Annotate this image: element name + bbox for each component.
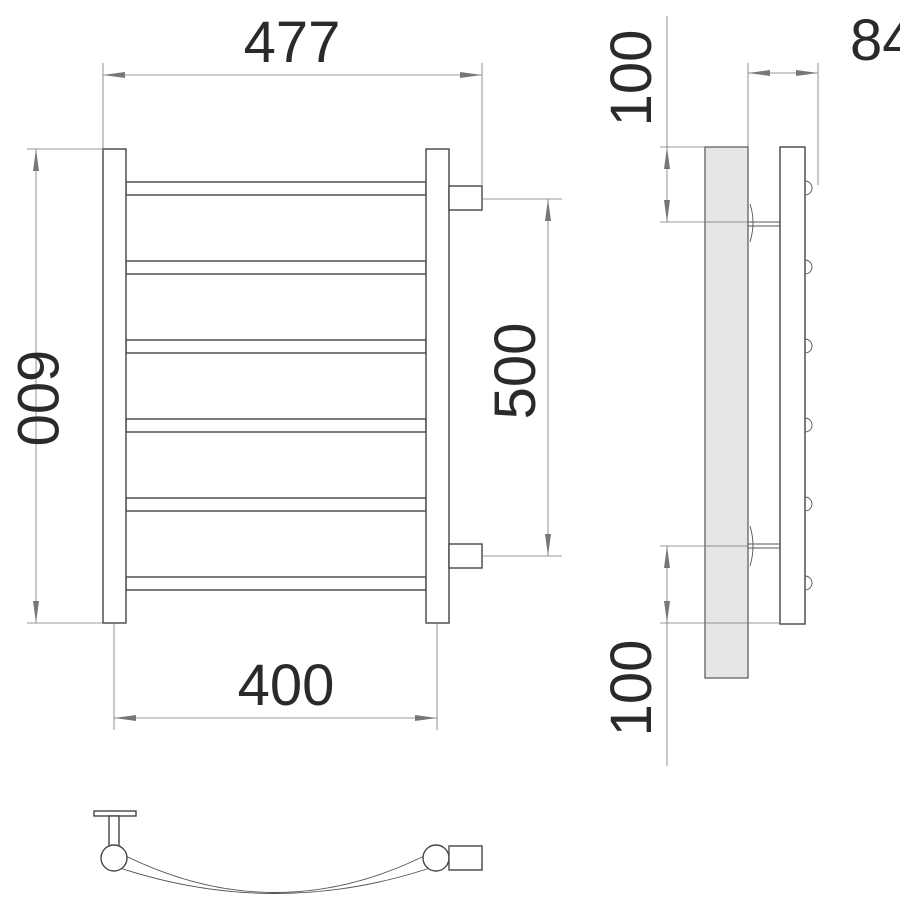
side-mount-bottom	[748, 525, 780, 567]
top-bracket-plate	[93, 810, 137, 817]
top-connection-stub	[448, 185, 483, 211]
right-tube	[425, 148, 450, 624]
label-connection-spacing: 500	[483, 323, 548, 420]
top-left-tube-end	[100, 844, 128, 872]
side-hook	[804, 180, 813, 196]
front-rung	[125, 260, 427, 275]
label-wall-projection: 84	[850, 8, 900, 73]
top-right-tube-end	[422, 844, 450, 872]
front-rung	[125, 339, 427, 354]
dimension-pipe-spacing: 400	[113, 623, 438, 730]
front-rung	[125, 497, 427, 512]
label-top-offset: 100	[599, 30, 664, 127]
side-hook	[804, 417, 813, 433]
top-bracket-stem	[108, 815, 120, 847]
front-rungs	[125, 181, 427, 591]
front-rung	[125, 181, 427, 196]
side-hook	[804, 338, 813, 354]
side-hook	[804, 496, 813, 512]
side-hooks	[804, 180, 813, 591]
dimension-overall-height: 600	[5, 148, 103, 624]
dimension-bottom-offset: 100	[599, 545, 780, 766]
side-tube	[779, 146, 806, 625]
top-view	[93, 810, 483, 894]
dimension-connection-spacing: 500	[482, 198, 562, 557]
label-bottom-offset: 100	[599, 640, 664, 737]
top-curved-rail-inner	[113, 865, 437, 894]
label-overall-width: 477	[244, 10, 341, 75]
label-pipe-spacing: 400	[238, 653, 335, 718]
side-view: 84 100 100	[599, 8, 900, 766]
dimension-overall-width: 477	[102, 10, 483, 186]
side-hook	[804, 259, 813, 275]
left-tube	[102, 148, 127, 624]
side-mount-top	[748, 203, 780, 243]
top-curved-rail	[113, 849, 437, 893]
front-rung	[125, 418, 427, 433]
label-overall-height: 600	[5, 350, 70, 447]
top-connection-stub	[448, 845, 483, 871]
side-hook	[804, 575, 813, 591]
dimension-top-offset: 100	[599, 16, 748, 223]
dimension-wall-projection: 84	[747, 8, 900, 185]
wall	[704, 146, 749, 679]
bottom-connection-stub	[448, 543, 483, 569]
front-view: 477 600 500 400	[5, 10, 562, 730]
front-rung	[125, 576, 427, 591]
